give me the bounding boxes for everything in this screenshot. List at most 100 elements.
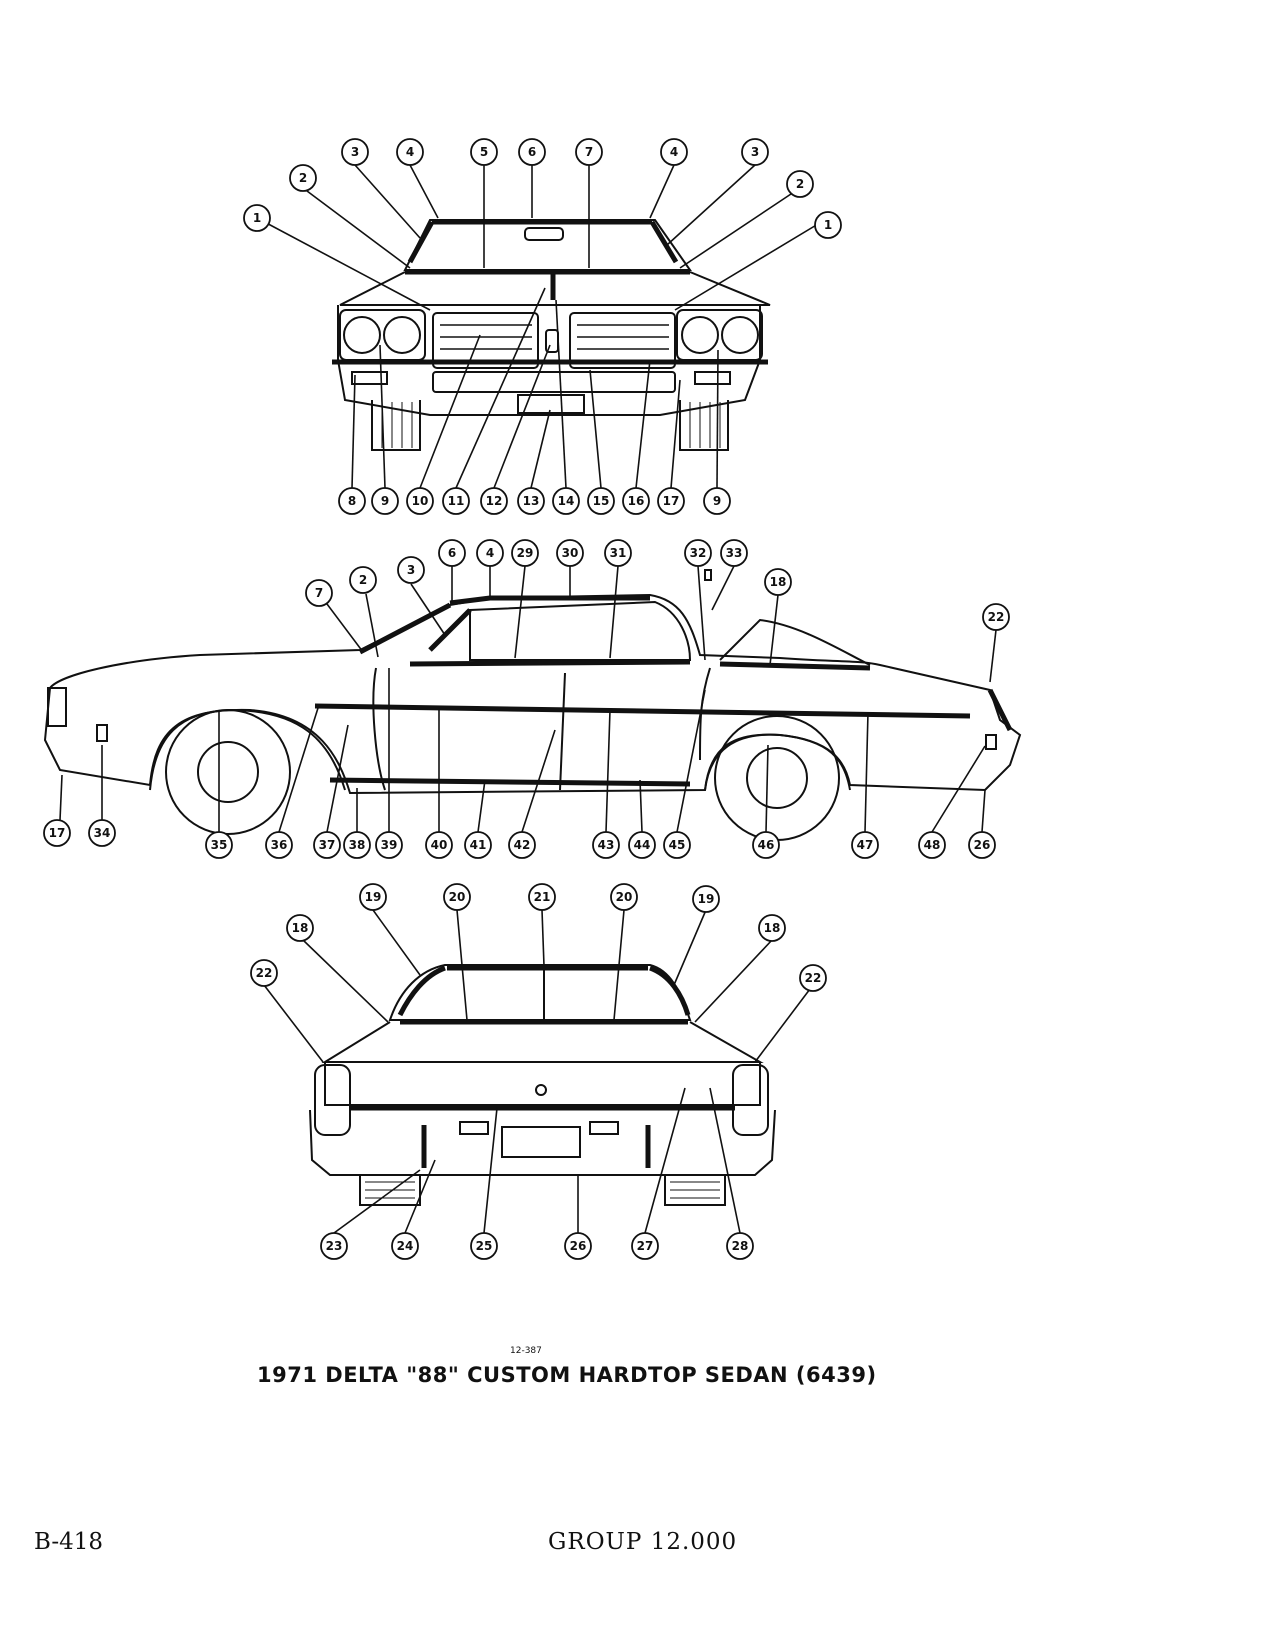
svg-text:19: 19 [365, 890, 382, 904]
callout: 6 [438, 539, 466, 567]
svg-text:2: 2 [796, 177, 804, 191]
callout: 28 [726, 1232, 754, 1260]
svg-text:46: 46 [758, 838, 775, 852]
svg-text:4: 4 [486, 546, 494, 560]
svg-text:3: 3 [407, 563, 415, 577]
callout: 44 [628, 831, 656, 859]
svg-text:20: 20 [616, 890, 633, 904]
svg-text:3: 3 [751, 145, 759, 159]
svg-text:10: 10 [412, 494, 429, 508]
callout: 42 [508, 831, 536, 859]
rear-view-drawing [309, 964, 776, 1206]
callout: 36 [265, 831, 293, 859]
callout: 22 [982, 603, 1010, 631]
callout: 2 [349, 566, 377, 594]
side-view-leaders [59, 565, 997, 833]
svg-text:7: 7 [585, 145, 593, 159]
svg-text:33: 33 [726, 546, 743, 560]
svg-text:48: 48 [924, 838, 941, 852]
callout: 43 [592, 831, 620, 859]
svg-text:8: 8 [348, 494, 356, 508]
callout: 2 [289, 164, 317, 192]
svg-text:14: 14 [558, 494, 575, 508]
callout: 47 [851, 831, 879, 859]
svg-text:7: 7 [315, 586, 323, 600]
svg-text:26: 26 [570, 1239, 587, 1253]
svg-text:22: 22 [256, 966, 273, 980]
svg-text:41: 41 [470, 838, 487, 852]
callout: 19 [692, 885, 720, 913]
callout: 48 [918, 831, 946, 859]
svg-text:1: 1 [824, 218, 832, 232]
svg-text:37: 37 [319, 838, 336, 852]
svg-text:20: 20 [449, 890, 466, 904]
callout: 31 [604, 539, 632, 567]
front-view-drawing [332, 219, 771, 451]
callout: 33 [720, 539, 748, 567]
page-number: B-418 [34, 1529, 103, 1555]
svg-text:24: 24 [397, 1239, 414, 1253]
callout: 9 [703, 487, 731, 515]
svg-text:40: 40 [431, 838, 448, 852]
callout: 18 [286, 914, 314, 942]
svg-text:12: 12 [486, 494, 503, 508]
group-label: GROUP 12.000 [548, 1529, 738, 1555]
callout: 23 [320, 1232, 348, 1260]
callout: 11 [442, 487, 470, 515]
svg-text:17: 17 [663, 494, 680, 508]
svg-text:22: 22 [805, 971, 822, 985]
svg-text:6: 6 [448, 546, 456, 560]
front-view-leaders [256, 164, 829, 489]
svg-text:17: 17 [49, 826, 66, 840]
callout: 16 [622, 487, 650, 515]
svg-text:42: 42 [514, 838, 531, 852]
svg-text:36: 36 [271, 838, 288, 852]
svg-text:18: 18 [764, 921, 781, 935]
callout: 4 [476, 539, 504, 567]
svg-text:47: 47 [857, 838, 874, 852]
callout: 4 [396, 138, 424, 166]
rear-view-leaders [263, 909, 814, 1234]
callout: 35 [205, 831, 233, 859]
svg-text:11: 11 [448, 494, 465, 508]
callout: 40 [425, 831, 453, 859]
svg-text:25: 25 [476, 1239, 493, 1253]
svg-text:39: 39 [381, 838, 398, 852]
svg-text:5: 5 [480, 145, 488, 159]
svg-text:2: 2 [359, 573, 367, 587]
svg-text:34: 34 [94, 826, 111, 840]
svg-text:38: 38 [349, 838, 366, 852]
svg-text:1: 1 [253, 211, 261, 225]
svg-text:3: 3 [351, 145, 359, 159]
callout: 41 [464, 831, 492, 859]
svg-text:30: 30 [562, 546, 579, 560]
callout: 32 [684, 539, 712, 567]
callout: 8 [338, 487, 366, 515]
svg-text:44: 44 [634, 838, 651, 852]
callout: 7 [575, 138, 603, 166]
callout: 46 [752, 831, 780, 859]
svg-text:35: 35 [211, 838, 228, 852]
figure-caption: 1971 DELTA "88" CUSTOM HARDTOP SEDAN (64… [257, 1363, 877, 1387]
callout: 10 [406, 487, 434, 515]
callout: 18 [758, 914, 786, 942]
callout: 30 [556, 539, 584, 567]
svg-text:28: 28 [732, 1239, 749, 1253]
side-view-drawing [43, 569, 1022, 841]
svg-text:4: 4 [670, 145, 678, 159]
svg-text:13: 13 [523, 494, 540, 508]
callout: 3 [741, 138, 769, 166]
svg-text:19: 19 [698, 892, 715, 906]
svg-text:22: 22 [988, 610, 1005, 624]
callout: 27 [631, 1232, 659, 1260]
callout: 9 [371, 487, 399, 515]
callout: 37 [313, 831, 341, 859]
callout: 4 [660, 138, 688, 166]
callout: 26 [968, 831, 996, 859]
svg-text:26: 26 [974, 838, 991, 852]
callout: 21 [528, 883, 556, 911]
callout: 39 [375, 831, 403, 859]
callout: 26 [564, 1232, 592, 1260]
callout: 3 [341, 138, 369, 166]
